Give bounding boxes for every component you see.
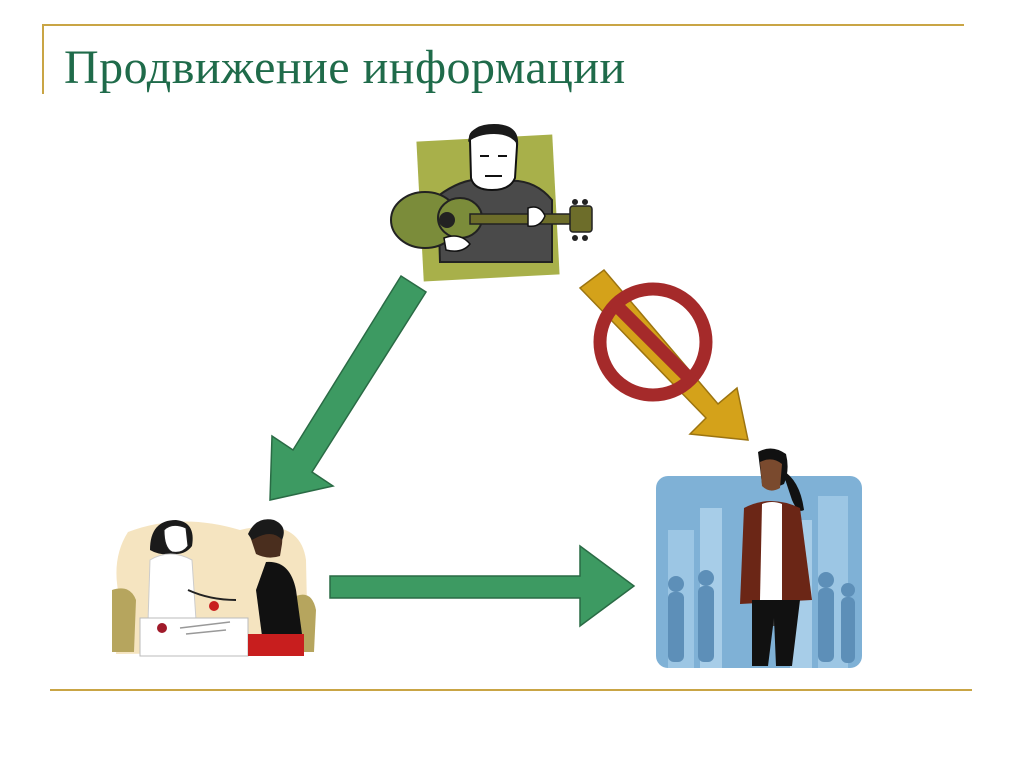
slide-title: Продвижение информации [64, 41, 626, 94]
woman-left-body [147, 553, 197, 623]
woman-walking-illustration [656, 448, 862, 668]
red-chair [248, 634, 304, 656]
guitarist-hair [468, 124, 519, 146]
crowd-silhouettes [668, 570, 855, 663]
top-rule [42, 24, 964, 26]
table [139, 617, 249, 657]
guitar-neck [469, 213, 575, 225]
arrow-table-to-walker [329, 544, 636, 628]
guitar-headstock [569, 205, 593, 233]
walker-shirt [760, 502, 782, 600]
left-rule [42, 24, 44, 94]
walker-legs [752, 600, 800, 666]
women-at-table-illustration [112, 519, 316, 657]
walker-face [760, 459, 782, 491]
guitarist-illustration [390, 124, 593, 282]
guitar-soundhole [439, 212, 455, 228]
prohibition-icon [593, 282, 713, 402]
woman-right-body [256, 561, 302, 636]
arrow-source-to-table [269, 274, 428, 501]
guitarist-hand-left [527, 206, 546, 228]
guitarist-hand-right [443, 235, 471, 252]
bottom-rule [50, 689, 972, 691]
